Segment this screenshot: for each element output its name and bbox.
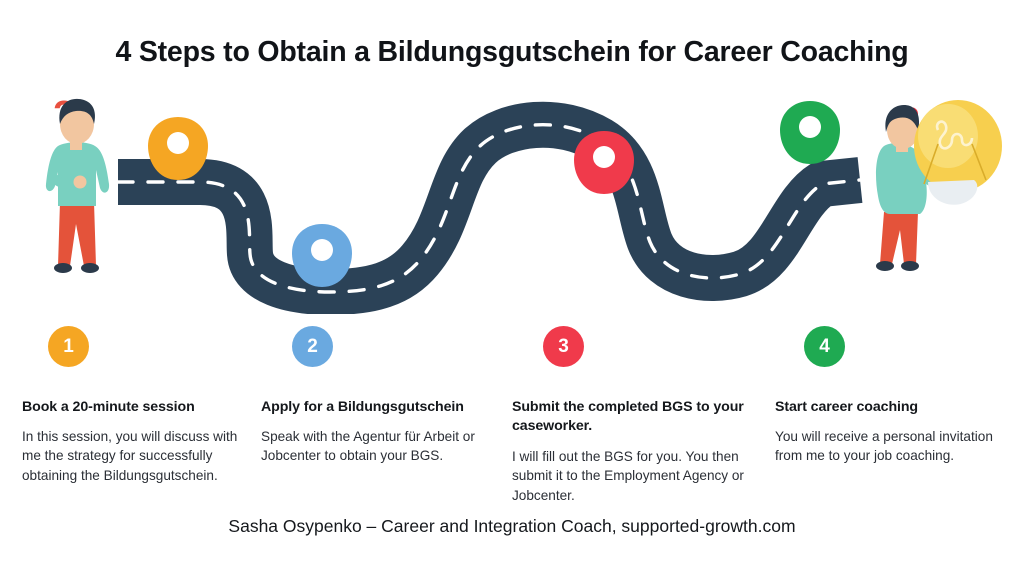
step-badge-3: 3	[543, 326, 584, 367]
step-heading-3: Submit the completed BGS to your casewor…	[512, 399, 744, 435]
step-body-3: I will fill out the BGS for you. You the…	[512, 449, 744, 503]
roadmap-svg: ?	[45, 93, 1002, 314]
pin-step-3-hole	[593, 146, 615, 168]
roadmap-illustration: ?	[0, 84, 1024, 314]
pin-step-1	[148, 117, 208, 180]
step-badge-2: 2	[292, 326, 333, 367]
step-heading-2: Apply for a Bildungsgutschein	[261, 399, 464, 415]
step-card-3: 3 Submit the completed BGS to your casew…	[512, 326, 752, 505]
step-body-2: Speak with the Agentur für Arbeit or Job…	[261, 429, 475, 464]
person-left-arm	[50, 172, 80, 190]
person-right-shoe-b	[901, 261, 919, 271]
road-center-dashes	[116, 123, 862, 294]
person-left-head	[60, 104, 94, 144]
pin-step-2-hole	[311, 239, 333, 261]
person-left-shoe-a	[54, 263, 72, 273]
lightbulb-highlight	[918, 104, 978, 168]
footer-credit: Sasha Osypenko – Career and Integration …	[228, 516, 796, 536]
pin-step-4-hole	[799, 116, 821, 138]
step-heading-1: Book a 20-minute session	[22, 399, 195, 415]
lightbulb-base	[928, 180, 978, 205]
person-right-pants	[880, 212, 918, 264]
step-card-1: 1 Book a 20-minute session In this sessi…	[22, 326, 254, 485]
pin-step-4	[780, 101, 840, 164]
pin-step-1-hole	[167, 132, 189, 154]
person-left-shoe-b	[81, 263, 99, 273]
step-heading-4: Start career coaching	[775, 399, 918, 415]
person-left-hair	[59, 98, 95, 124]
step-card-2: 2 Apply for a Bildungsgutschein Speak wi…	[261, 326, 493, 466]
steps-row: 1 Book a 20-minute session In this sessi…	[0, 326, 1024, 506]
step-badge-1: 1	[48, 326, 89, 367]
step-body-1: In this session, you will discuss with m…	[22, 429, 238, 483]
pin-step-2	[292, 224, 352, 287]
person-right-head	[887, 111, 919, 149]
person-right-shoe-a	[876, 261, 894, 271]
step-card-4: 4 Start career coaching You will receive…	[775, 326, 1011, 466]
person-left-hand	[73, 175, 87, 189]
page-title: 4 Steps to Obtain a Bildungsgutschein fo…	[115, 36, 909, 68]
lightbulb-filament	[935, 120, 974, 150]
lightbulb-wires	[923, 143, 987, 185]
person-left-sweater	[45, 142, 110, 206]
thinking-person-illustration: ?	[45, 93, 110, 273]
person-right-hair	[885, 105, 920, 132]
pin-step-3	[574, 131, 634, 194]
road-path-group	[116, 101, 863, 314]
person-left-pants	[58, 202, 96, 266]
step-badge-4: 4	[804, 326, 845, 367]
road-path	[118, 101, 863, 314]
person-right-sweater	[876, 143, 958, 214]
step-body-4: You will receive a personal invitation f…	[775, 429, 993, 464]
lightbulb-person-illustration	[876, 100, 1002, 271]
